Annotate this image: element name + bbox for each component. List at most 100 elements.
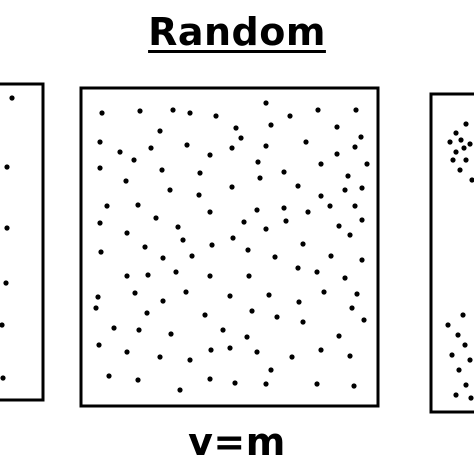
dot: [358, 134, 364, 140]
center-panel-dots: [93, 100, 370, 393]
dot: [359, 257, 365, 263]
dot: [229, 184, 235, 190]
dot: [207, 376, 213, 382]
dot: [449, 352, 455, 358]
dot: [157, 354, 163, 360]
right-panel-frame: [429, 92, 474, 414]
dot: [272, 254, 278, 260]
dot: [168, 331, 174, 337]
dot: [230, 235, 236, 241]
diagram-title: Random: [148, 10, 326, 54]
dot: [469, 177, 474, 183]
dot: [111, 325, 117, 331]
dot: [4, 225, 10, 231]
dot: [207, 273, 213, 279]
dot: [318, 161, 324, 167]
dot: [208, 347, 214, 353]
dot: [257, 175, 263, 181]
dot: [196, 192, 202, 198]
dot: [334, 124, 340, 130]
dot: [0, 375, 6, 381]
dot: [227, 345, 233, 351]
dot: [268, 367, 274, 373]
dot: [318, 347, 324, 353]
dot: [463, 382, 469, 388]
dot: [187, 110, 193, 116]
dot: [202, 312, 208, 318]
dot: [160, 255, 166, 261]
dot: [167, 187, 173, 193]
dot: [296, 299, 302, 305]
dot: [336, 223, 342, 229]
dot: [347, 232, 353, 238]
dot: [227, 293, 233, 299]
dot: [460, 312, 466, 318]
dot: [189, 253, 195, 259]
dot: [364, 161, 370, 167]
dot: [353, 107, 359, 113]
dot: [281, 169, 287, 175]
dot: [315, 107, 321, 113]
dot: [295, 265, 301, 271]
dot: [254, 207, 260, 213]
dot: [318, 193, 324, 199]
dot: [153, 215, 159, 221]
dot: [321, 289, 327, 295]
dot: [246, 273, 252, 279]
dot: [241, 219, 247, 225]
dot: [238, 135, 244, 141]
dot: [453, 130, 459, 136]
dot: [106, 373, 112, 379]
dot: [207, 209, 213, 215]
dot: [467, 141, 473, 147]
dot: [209, 242, 215, 248]
left-panel-frame: [0, 82, 45, 402]
dot: [458, 137, 464, 143]
dot: [287, 113, 293, 119]
dot: [232, 380, 238, 386]
dot: [359, 217, 365, 223]
dot: [159, 167, 165, 173]
dot: [352, 144, 358, 150]
dot: [328, 253, 334, 259]
dot: [263, 100, 269, 106]
dot: [336, 333, 342, 339]
dot: [197, 170, 203, 176]
dot: [187, 357, 193, 363]
dot: [283, 218, 289, 224]
dot: [263, 226, 269, 232]
dot: [207, 152, 213, 158]
dot: [453, 149, 459, 155]
dot: [467, 357, 473, 363]
dot: [117, 149, 123, 155]
dot: [249, 308, 255, 314]
dot: [99, 110, 105, 116]
dot: [9, 95, 15, 101]
dot: [463, 157, 469, 163]
dot: [445, 322, 451, 328]
dot: [289, 354, 295, 360]
dot: [314, 381, 320, 387]
dot: [314, 269, 320, 275]
dot: [137, 108, 143, 114]
dot: [183, 289, 189, 295]
dot: [104, 203, 110, 209]
dot: [268, 122, 274, 128]
dot: [175, 224, 181, 230]
dot: [263, 143, 269, 149]
dot: [254, 349, 260, 355]
dot: [157, 128, 163, 134]
dot: [95, 294, 101, 300]
dot: [97, 139, 103, 145]
dot: [124, 230, 130, 236]
dot: [244, 334, 250, 340]
dot: [468, 395, 474, 401]
dot: [461, 145, 467, 151]
dot: [97, 165, 103, 171]
dot: [347, 353, 353, 359]
dot: [354, 291, 360, 297]
dot: [447, 139, 453, 145]
dot: [295, 183, 301, 189]
dot: [327, 203, 333, 209]
center-panel-frame: [79, 86, 380, 408]
